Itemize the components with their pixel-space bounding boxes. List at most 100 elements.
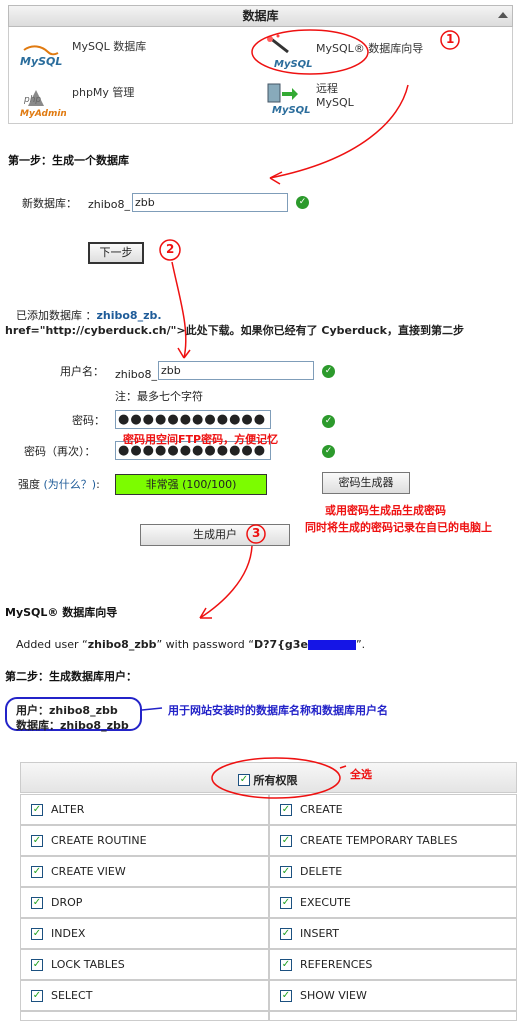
- password-again-label: 密码（再次）：: [24, 445, 96, 458]
- svg-text:MySQL: MySQL: [272, 105, 310, 116]
- remote-mysql-label-2: MySQL: [316, 96, 354, 109]
- added-user-name: zhibo8_zbb: [87, 638, 157, 651]
- circle-1-annotation: [440, 30, 460, 50]
- wizard-wand-icon[interactable]: MySQL: [262, 34, 313, 70]
- arrow-1-annotation: [269, 84, 409, 179]
- select-all-circle-annotation: [211, 757, 341, 799]
- username-valid-icon: ✓: [322, 365, 335, 378]
- username-label: 用户名：: [60, 365, 104, 378]
- wizard-title: MySQL® 数据库向导: [5, 606, 118, 619]
- privilege-checkbox[interactable]: ✓: [280, 959, 292, 971]
- privilege-label: SELECT: [51, 989, 93, 1002]
- strength-meter: 非常强 (100/100): [115, 474, 267, 495]
- privilege-checkbox[interactable]: ✓: [280, 897, 292, 909]
- privilege-label: ALTER: [51, 803, 85, 816]
- privilege-label: DROP: [51, 896, 83, 909]
- privilege-cell[interactable]: ✓DELETE: [269, 856, 517, 887]
- password-annotation: 密码用空间FTP密码，方便记忆: [123, 433, 279, 446]
- privilege-checkbox[interactable]: ✓: [280, 990, 292, 1002]
- user-line: 用户：zhibo8_zbb: [16, 704, 118, 717]
- password-valid-icon: ✓: [322, 415, 335, 428]
- privilege-cell[interactable]: ✓ SELECT: [20, 980, 269, 1011]
- circle-3-label: 3: [252, 526, 261, 540]
- privilege-checkbox[interactable]: ✓: [280, 866, 292, 878]
- privilege-checkbox[interactable]: ✓: [31, 928, 43, 940]
- blue-connector-annotation: [141, 707, 163, 711]
- privilege-cell[interactable]: ✓ INDEX: [20, 918, 269, 949]
- username-input[interactable]: zbb: [158, 361, 314, 380]
- privilege-cell[interactable]: ✓ CREATE VIEW: [20, 856, 269, 887]
- privilege-label: CREATE VIEW: [51, 865, 126, 878]
- password-generator-button[interactable]: 密码生成器: [322, 472, 410, 494]
- arrow-2-annotation: [171, 261, 187, 359]
- all-privileges-row[interactable]: ✓ 所有权限: [238, 772, 298, 788]
- circle-3-annotation: [246, 524, 266, 544]
- next-step-button[interactable]: 下一步: [88, 242, 144, 264]
- all-privileges-header: [20, 762, 517, 793]
- privilege-checkbox[interactable]: ✓: [31, 897, 43, 909]
- privilege-cell[interactable]: ✓ ALTER: [20, 794, 269, 825]
- generator-annotation-2: 同时将生成的密码记录在自已的电脑上: [305, 521, 492, 534]
- database-panel: [8, 5, 513, 124]
- password-label: 密码：: [72, 414, 105, 427]
- privilege-checkbox[interactable]: ✓: [31, 959, 43, 971]
- create-user-button[interactable]: 生成用户: [140, 524, 290, 546]
- svg-text:MyAdmin: MyAdmin: [20, 109, 66, 118]
- password-again-input[interactable]: ●●●●●●●●●●●●: [115, 441, 271, 460]
- strength-text: 强度 (为什么？):: [18, 476, 100, 492]
- collapse-triangle-icon[interactable]: [498, 12, 508, 18]
- mysql-wizard-link[interactable]: MySQL® 数据库向导: [316, 42, 424, 55]
- privilege-checkbox[interactable]: ✓: [280, 835, 292, 847]
- all-privileges-checkbox[interactable]: ✓: [238, 774, 250, 786]
- strength-why-link[interactable]: (为什么？): [43, 478, 97, 491]
- strength-colon: :: [96, 478, 100, 491]
- added-db-text: 已添加数据库 ：zhibo8_zb.: [16, 307, 162, 323]
- user-db-highlight: [5, 697, 142, 731]
- privilege-cell[interactable]: ✓ DROP: [20, 887, 269, 918]
- remote-mysql-icon[interactable]: MySQL: [264, 82, 311, 116]
- wizard-circle-annotation: [251, 29, 369, 75]
- circle-2-label: 2: [166, 242, 175, 256]
- new-database-input[interactable]: zbb: [132, 193, 288, 212]
- privilege-label: CREATE TEMPORARY TABLES: [300, 834, 458, 847]
- privilege-checkbox[interactable]: ✓: [31, 804, 43, 816]
- user-prefix: zhibo8_: [115, 368, 158, 381]
- remote-mysql-link[interactable]: 远程 MySQL: [316, 82, 354, 110]
- arrow-3-annotation: [199, 545, 253, 619]
- password-again-valid-icon: ✓: [322, 445, 335, 458]
- privilege-label: INDEX: [51, 927, 86, 940]
- phpmyadmin-link[interactable]: phpMy 管理: [72, 86, 135, 99]
- step1-title: 第一步：生成一个数据库: [8, 154, 129, 167]
- privilege-label: SHOW VIEW: [300, 989, 367, 1002]
- privilege-checkbox[interactable]: ✓: [280, 928, 292, 940]
- privilege-cell[interactable]: ✓CREATE ROUTINE: [20, 825, 269, 856]
- database-panel-title: 数据库: [242, 9, 279, 23]
- privilege-checkbox[interactable]: ✓: [31, 835, 43, 847]
- privilege-checkbox[interactable]: ✓: [31, 866, 43, 878]
- username-value: zbb: [161, 364, 181, 377]
- privilege-cell[interactable]: ✓INSERT: [269, 918, 517, 949]
- href-text-line: href="http://cyberduck.ch/">此处下载。如果你已经有了…: [5, 324, 464, 337]
- added-db-label: 已添加数据库 ：: [16, 309, 97, 322]
- privilege-cell[interactable]: ✓LOCK TABLES: [20, 949, 269, 980]
- privilege-checkbox[interactable]: ✓: [31, 990, 43, 1002]
- strength-label: 强度: [18, 478, 40, 491]
- privilege-label: REFERENCES: [300, 958, 373, 971]
- mysql-databases-link[interactable]: MySQL 数据库: [72, 40, 147, 53]
- password-input[interactable]: ●●●●●●●●●●●●: [115, 410, 271, 429]
- svg-text:php: php: [23, 95, 41, 105]
- mysql-logo-icon[interactable]: MySQL: [18, 42, 66, 68]
- privilege-checkbox[interactable]: ✓: [280, 804, 292, 816]
- circle-1-label: 1: [446, 32, 455, 46]
- generator-annotation-1: 或用密码生成品生成密码: [325, 504, 446, 517]
- db-prefix: zhibo8_: [88, 198, 131, 211]
- added-user-prefix: Added user “: [16, 638, 88, 651]
- circle-2-annotation: [159, 239, 181, 261]
- added-user-mid: ” with password “: [156, 638, 254, 651]
- privilege-cell[interactable]: ✓ CREATE TEMPORARY TABLES: [269, 825, 517, 856]
- added-db-name: zhibo8_zb.: [96, 309, 162, 322]
- user-annotation: 用于网站安装时的数据库名称和数据库用户名: [168, 704, 388, 717]
- added-user-line: Added user “zhibo8_zbb” with password “D…: [16, 638, 365, 651]
